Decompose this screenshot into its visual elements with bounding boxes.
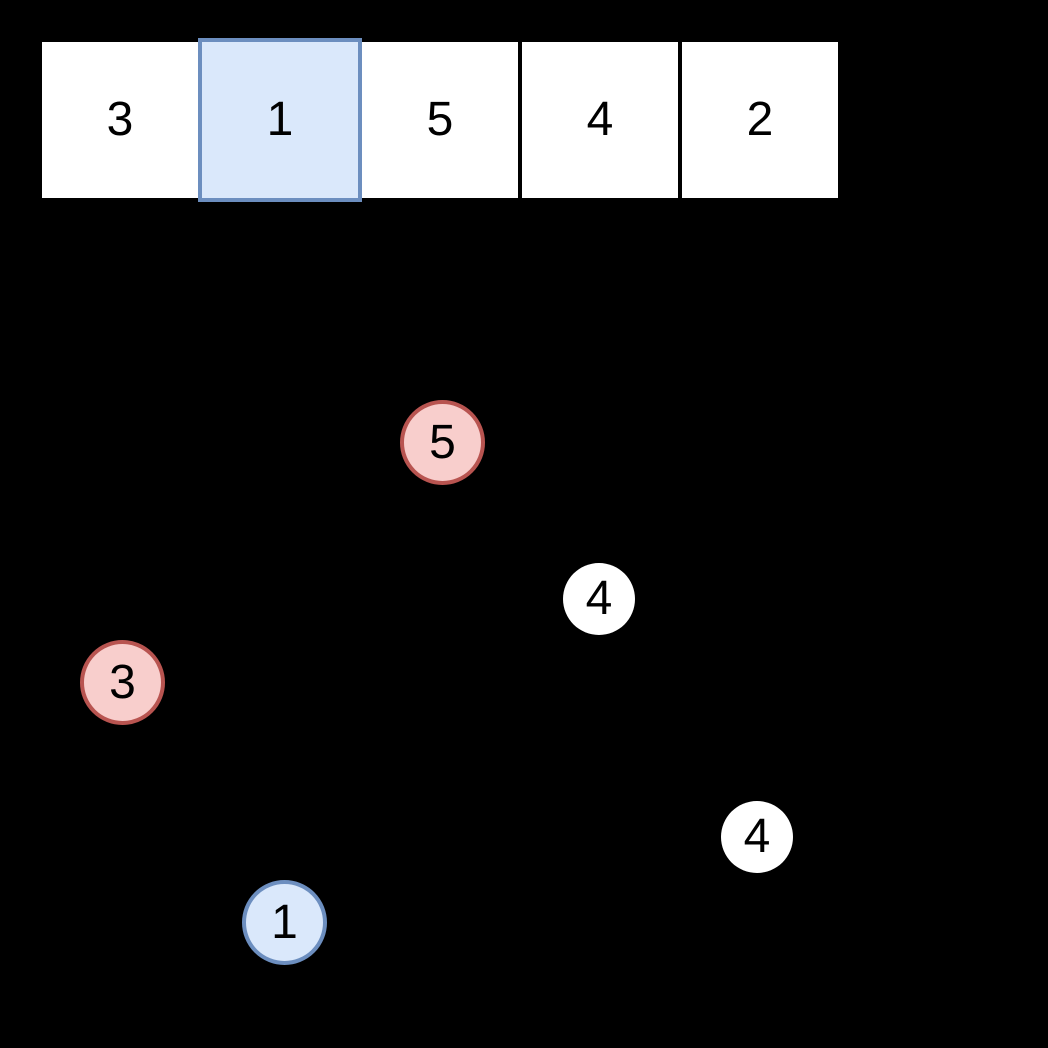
tree-edge bbox=[121, 681, 285, 924]
tree-node-1: 1 bbox=[242, 880, 327, 965]
tree-node-value: 4 bbox=[743, 810, 771, 863]
tree-node-4-lower: 4 bbox=[721, 801, 793, 873]
array-cell-value: 3 bbox=[106, 93, 134, 146]
array-cell-value: 5 bbox=[426, 93, 454, 146]
array-cell-value: 1 bbox=[266, 93, 294, 146]
tree-node-5: 5 bbox=[400, 400, 485, 485]
array-cell-value: 4 bbox=[586, 93, 614, 146]
array-cell-2: 5 bbox=[360, 40, 520, 200]
tree-node-value: 3 bbox=[109, 655, 136, 709]
array-cell-0: 3 bbox=[40, 40, 200, 200]
tree-edge bbox=[121, 442, 443, 683]
array-row: 3 1 5 4 2 bbox=[40, 38, 840, 202]
array-cell-4: 2 bbox=[680, 40, 840, 200]
tree-node-value: 5 bbox=[429, 415, 456, 469]
tree-node-4-upper: 4 bbox=[563, 563, 635, 635]
array-cell-1-highlighted: 1 bbox=[198, 38, 362, 202]
array-cell-value: 2 bbox=[746, 93, 774, 146]
tree-node-3: 3 bbox=[80, 640, 165, 725]
tree-node-value: 4 bbox=[585, 572, 613, 625]
tree-node-value: 1 bbox=[271, 895, 298, 949]
array-cell-3: 4 bbox=[520, 40, 680, 200]
